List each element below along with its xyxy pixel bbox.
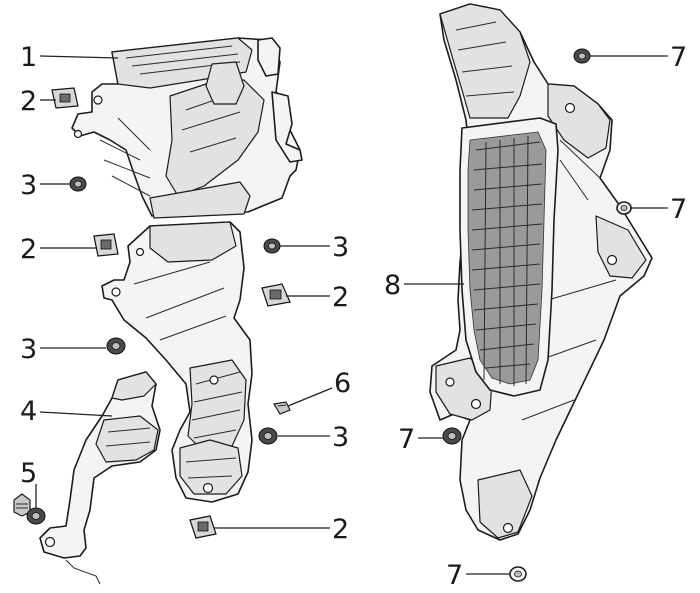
bolt-with-washer (13, 493, 46, 525)
nut-right-mid (616, 201, 632, 215)
nut-right-bottom (509, 566, 527, 582)
leader-lines (35, 55, 668, 575)
callout-3-right-lower: 3 (332, 422, 349, 453)
callout-8: 8 (384, 270, 401, 301)
callout-6: 6 (334, 368, 351, 399)
callout-4: 4 (20, 396, 37, 427)
clip-nut-bottom (189, 515, 217, 539)
callout-numbers: 1 2 3 2 3 2 3 6 4 3 5 2 7 7 8 7 7 (20, 42, 687, 591)
right-grille-panel-assembly (429, 3, 653, 582)
small-screw (273, 401, 291, 415)
callout-5: 5 (20, 458, 37, 489)
callout-2-mid-left: 2 (20, 234, 37, 265)
nut-right-lower-left (442, 427, 462, 445)
nut-right-upper (263, 238, 281, 254)
callout-2-bottom: 2 (332, 514, 349, 545)
left-cover-assembly (13, 37, 303, 585)
nut-upper-left (69, 176, 87, 192)
callout-7-top: 7 (670, 42, 687, 73)
clip-nut-top (51, 87, 79, 109)
callout-1: 1 (20, 42, 37, 73)
callout-2-mid-right: 2 (332, 282, 349, 313)
clip-nut-mid-left (93, 233, 119, 257)
callout-3-left-lower: 3 (20, 334, 37, 365)
callout-2-top: 2 (20, 86, 37, 117)
nut-right-top (573, 48, 591, 64)
nut-right-lower (258, 427, 278, 445)
callout-3-right-upper: 3 (332, 232, 349, 263)
nut-left-lower (106, 337, 126, 355)
callout-3-upper: 3 (20, 170, 37, 201)
clip-nut-mid-right (261, 283, 291, 307)
callout-7-lower-left: 7 (398, 424, 415, 455)
upper-duct-cover (71, 37, 303, 219)
callout-7-bottom: 7 (446, 560, 463, 591)
callout-7-mid: 7 (670, 194, 687, 225)
small-duct-bracket (39, 371, 161, 585)
lower-main-bracket (101, 221, 253, 503)
